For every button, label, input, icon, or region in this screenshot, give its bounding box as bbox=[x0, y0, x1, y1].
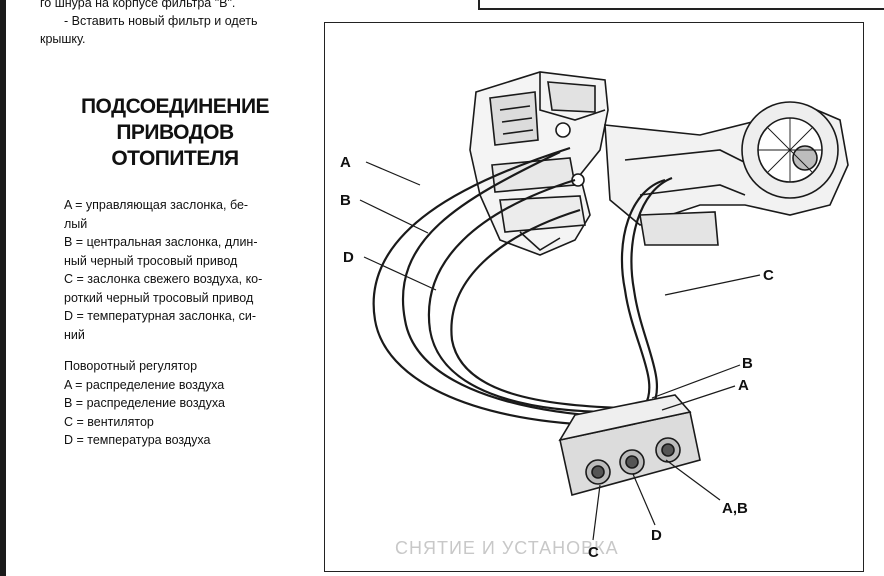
previous-figure-edge bbox=[478, 0, 884, 10]
title-line-1: ПОДСОЕДИНЕНИЕ bbox=[80, 95, 270, 118]
legend-line: лый bbox=[64, 216, 88, 231]
legend-line: ный черный тросовый привод bbox=[64, 253, 238, 268]
intro-line-2: - Вставить новый фильтр и одеть bbox=[64, 14, 258, 28]
legend-line: A = управляющая заслонка, бе- bbox=[64, 198, 249, 212]
leader-lines bbox=[359, 161, 761, 541]
cable-legend: A = управляющая заслонка, бе- лый B = це… bbox=[64, 196, 309, 344]
intro-text: го шнура на корпусе фильтра "B". - Встав… bbox=[40, 0, 315, 48]
intro-line-1: го шнура на корпусе фильтра "B". bbox=[40, 0, 236, 10]
legend-line: роткий черный тросовый привод bbox=[64, 290, 254, 305]
figure-frame bbox=[324, 22, 864, 572]
label-b-left: B bbox=[340, 192, 351, 209]
knob-line: B = распределение воздуха bbox=[64, 396, 225, 410]
knob-line: A = распределение воздуха bbox=[64, 377, 225, 392]
label-c-right: C bbox=[763, 267, 774, 284]
label-d-bottom: D bbox=[651, 527, 662, 544]
label-d-left: D bbox=[343, 249, 354, 266]
legend-line: ний bbox=[64, 327, 85, 342]
knob-heading: Поворотный регулятор bbox=[64, 359, 198, 373]
intro-line-3: крышку. bbox=[40, 32, 86, 46]
section-title: ПОДСОЕДИНЕНИЕ ПРИВОДОВ ОТОПИТЕЛЯ bbox=[40, 94, 310, 172]
label-a-right: A bbox=[738, 377, 749, 394]
rotary-control-panel bbox=[558, 394, 701, 496]
knob-line: C = вентилятор bbox=[64, 414, 154, 429]
label-c-bottom: C bbox=[588, 544, 599, 561]
label-b-right: B bbox=[742, 355, 753, 372]
bleed-through-text: СНЯТИЕ И УСТАНОВКА bbox=[395, 538, 619, 558]
title-line-3: ОТОПИТЕЛЯ bbox=[111, 147, 239, 170]
label-a-left: A bbox=[340, 154, 351, 171]
page-edge bbox=[0, 0, 6, 576]
bowden-cables bbox=[372, 146, 673, 427]
knob-legend: Поворотный регулятор A = распределение в… bbox=[64, 357, 309, 450]
knob-line: D = температура воздуха bbox=[64, 433, 211, 447]
label-ab-bottom: A,B bbox=[722, 500, 748, 517]
legend-line: B = центральная заслонка, длин- bbox=[64, 235, 258, 249]
blower-fan bbox=[741, 101, 839, 199]
heater-housing bbox=[469, 71, 609, 256]
title-line-2: ПРИВОДОВ bbox=[116, 121, 234, 144]
legend-line: D = температурная заслонка, си- bbox=[64, 309, 257, 323]
legend-line: C = заслонка свежего воздуха, ко- bbox=[64, 272, 263, 286]
